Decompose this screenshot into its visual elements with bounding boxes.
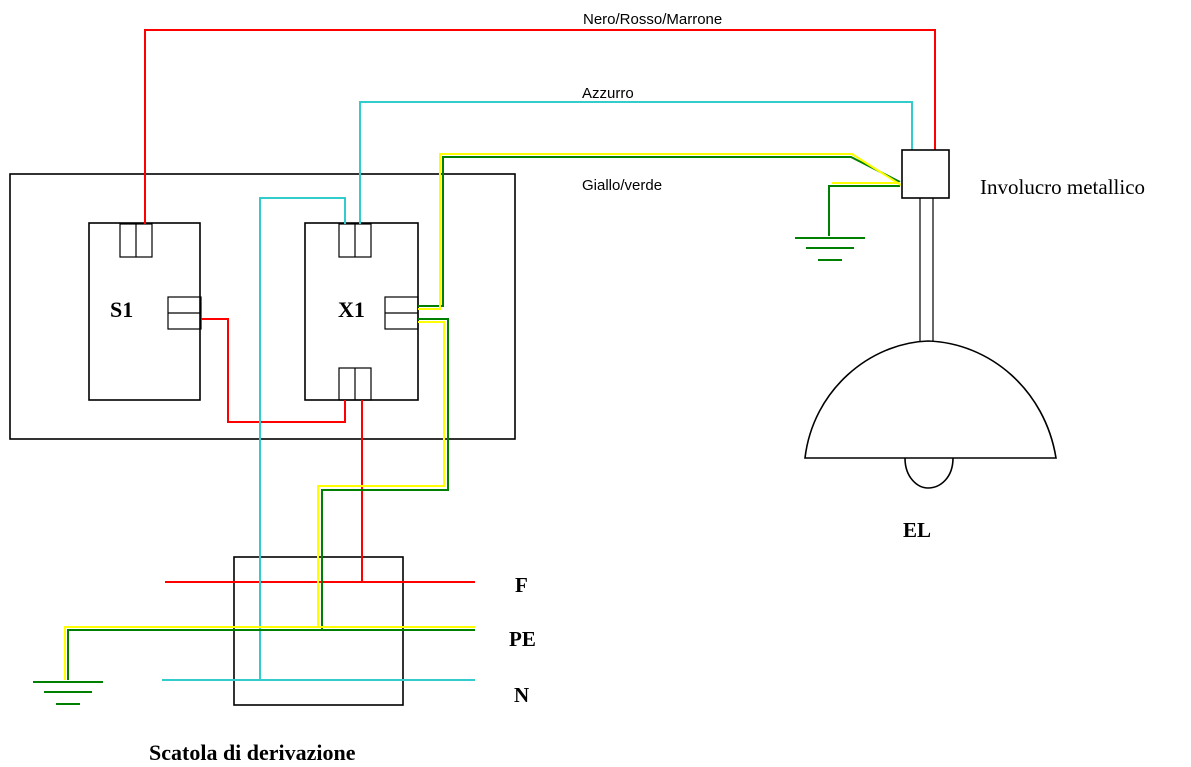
earth-wires-yellow bbox=[64, 153, 902, 680]
lamp-bulb bbox=[904, 457, 954, 489]
metal-housing-box bbox=[901, 149, 950, 199]
earth-line-yellow bbox=[64, 626, 475, 680]
label-wire-phase: Nero/Rosso/Marrone bbox=[583, 11, 722, 28]
earth-wire-lamp-ground bbox=[828, 185, 900, 236]
neutral-wires bbox=[162, 101, 913, 681]
label-switch-s1: S1 bbox=[110, 297, 133, 322]
label-line-neutral: N bbox=[514, 683, 529, 707]
earth-wire-x1-lamp-yellow bbox=[418, 153, 902, 310]
phase-wire-to-lamp bbox=[144, 29, 936, 224]
label-wire-earth: Giallo/verde bbox=[582, 177, 662, 194]
earth-line-green bbox=[67, 629, 475, 680]
lamp-shade bbox=[804, 340, 1057, 459]
label-wire-neutral: Azzurro bbox=[582, 85, 634, 102]
earth-wire-x1-lamp-green bbox=[418, 156, 901, 307]
label-line-phase: F bbox=[515, 573, 528, 597]
label-junction-box: Scatola di derivazione bbox=[149, 740, 356, 765]
ground-symbol-box bbox=[33, 681, 103, 705]
ground-symbol-lamp bbox=[795, 237, 865, 261]
switch-s1 bbox=[88, 222, 202, 401]
neutral-wire-to-lamp bbox=[359, 101, 913, 224]
lamp-el bbox=[804, 149, 1057, 489]
label-line-earth: PE bbox=[509, 627, 536, 651]
label-metal-housing: Involucro metallico bbox=[980, 175, 1145, 199]
label-lamp-el: EL bbox=[903, 518, 931, 542]
label-socket-x1: X1 bbox=[338, 297, 365, 322]
earth-wire-x1-box-green bbox=[321, 318, 449, 630]
neutral-wire-box-x1 bbox=[259, 197, 346, 680]
socket-x1 bbox=[304, 222, 419, 401]
earth-wires-green bbox=[67, 156, 901, 680]
earth-wire-x1-box-yellow bbox=[317, 321, 445, 627]
wall-panel bbox=[9, 173, 516, 440]
phase-wire-s1-x1 bbox=[201, 318, 346, 423]
phase-wires bbox=[144, 29, 936, 583]
